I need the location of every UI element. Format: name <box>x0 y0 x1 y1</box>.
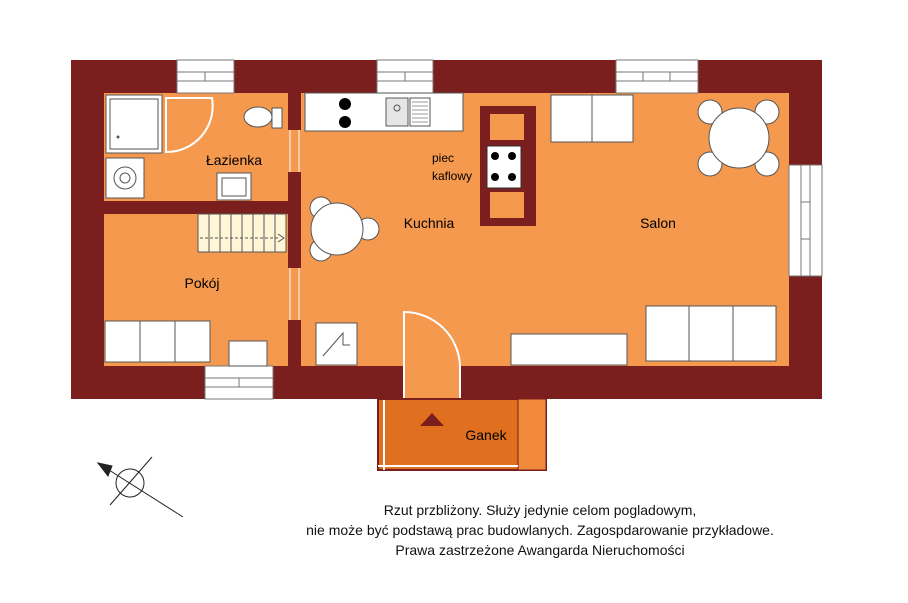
window-right-salon <box>788 164 823 277</box>
window-bottom-room <box>204 365 274 400</box>
salon-sideboard <box>510 333 628 366</box>
porch-entry-arrow-icon <box>420 413 444 426</box>
door-gap-room <box>288 268 301 320</box>
partition-wall <box>104 201 288 214</box>
stairs <box>197 213 287 253</box>
door-gap-bathroom <box>288 130 301 172</box>
tile-stove <box>486 145 522 189</box>
window-top-salon <box>615 59 699 94</box>
label-room: Pokój <box>184 275 219 291</box>
shower <box>105 94 163 154</box>
label-stove-line1: piec <box>432 151 454 165</box>
label-salon: Salon <box>640 215 676 231</box>
fridge <box>315 322 358 366</box>
salon-sofa-top <box>550 94 634 143</box>
bathroom-door-swing <box>165 97 214 154</box>
window-top-left <box>176 59 235 94</box>
disclaimer: Rzut przbliżony. Służy jedynie celom pog… <box>230 500 850 560</box>
label-kitchen: Kuchnia <box>404 215 455 231</box>
kitchen-dining-table <box>309 196 380 262</box>
disclaimer-line-2: nie może być podstawą prac budowlanych. … <box>306 522 774 538</box>
room-cabinet <box>228 340 268 367</box>
disclaimer-line-1: Rzut przbliżony. Służy jedynie celom pog… <box>383 502 697 518</box>
washing-machine <box>105 157 145 199</box>
entrance-door-gap <box>404 366 460 399</box>
label-stove-line2: kaflowy <box>432 169 472 183</box>
salon-sofa-bottom <box>645 305 777 362</box>
label-bathroom: Łazienka <box>206 152 262 168</box>
kitchen-counter <box>304 92 464 132</box>
salon-dining-table <box>697 99 780 177</box>
washbasin <box>216 172 252 201</box>
window-top-kitchen <box>376 59 434 94</box>
compass-icon <box>96 456 184 518</box>
disclaimer-line-3: Prawa zastrzeżone Awangarda Nieruchomośc… <box>395 542 685 558</box>
entrance-door-swing <box>403 310 461 367</box>
toilet <box>243 106 283 129</box>
room-sofa <box>104 320 211 363</box>
label-porch: Ganek <box>465 427 507 443</box>
